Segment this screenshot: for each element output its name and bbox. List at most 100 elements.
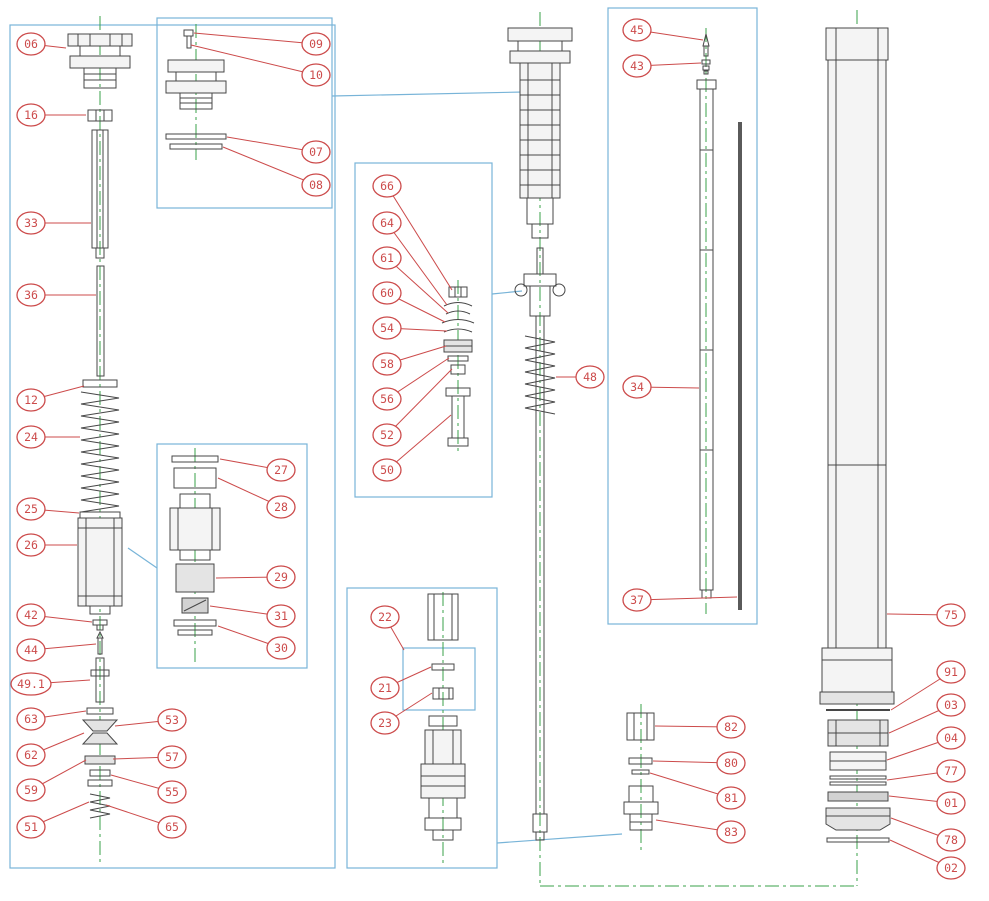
damper-rod-drawing [532, 315, 548, 841]
callout-bubble [372, 281, 402, 305]
callout-bubble [716, 786, 746, 810]
leader-line-64 [386, 222, 448, 306]
callout-04: 04 [936, 726, 966, 750]
part-42-screw-drawing [92, 619, 108, 631]
leader-line-50 [386, 414, 452, 471]
part-31-seal-drawing [181, 597, 209, 614]
callout-bubble [16, 283, 46, 307]
callout-number: 65 [165, 820, 179, 834]
callout-bubble [372, 423, 402, 447]
callout-57: 57 [157, 745, 187, 769]
callout-number: 31 [274, 609, 288, 623]
callout-bubble [936, 856, 966, 880]
callout-36: 36 [16, 283, 46, 307]
callout-42: 42 [16, 603, 46, 627]
part-34-inner-rod-drawing [696, 79, 717, 599]
callout-bubble [16, 388, 46, 412]
callout-81: 81 [716, 786, 746, 810]
callout-bubble [622, 588, 652, 612]
callout-31: 31 [266, 604, 296, 628]
parts-artwork-layer [67, 27, 895, 843]
callout-bubble [16, 497, 46, 521]
callout-number: 08 [309, 178, 323, 192]
callout-bubble [372, 316, 402, 340]
part-01-slide-bush-drawing [827, 791, 889, 802]
callout-64: 64 [372, 211, 402, 235]
base-valve-body-drawing [420, 715, 466, 841]
callout-bubble [372, 352, 402, 376]
callout-48: 48 [575, 365, 605, 389]
callout-number: 27 [274, 463, 288, 477]
part-02-clip-drawing [826, 837, 890, 843]
callout-number: 12 [24, 393, 38, 407]
callout-66: 66 [372, 174, 402, 198]
group-boxes-layer [9, 7, 758, 869]
callout-bubble [936, 660, 966, 684]
callout-29: 29 [266, 565, 296, 589]
part-23-nut-drawing [432, 687, 454, 700]
callout-65: 65 [157, 815, 187, 839]
callout-number: 56 [380, 392, 394, 406]
callout-number: 16 [24, 108, 38, 122]
part-78-dust-seal-drawing [825, 807, 891, 831]
group-box [156, 443, 308, 669]
group-box [9, 24, 336, 869]
callout-24: 24 [16, 425, 46, 449]
callout-bubble [10, 672, 52, 696]
callout-number: 80 [724, 756, 738, 770]
callout-10: 10 [301, 63, 331, 87]
callout-number: 02 [944, 861, 958, 875]
callout-number: 82 [724, 720, 738, 734]
callout-78: 78 [936, 828, 966, 852]
callout-bubble [370, 676, 400, 700]
callout-number: 28 [274, 500, 288, 514]
callout-number: 49.1 [17, 677, 45, 691]
callout-03: 03 [936, 693, 966, 717]
callout-53: 53 [157, 708, 187, 732]
leader-line-10 [190, 44, 317, 76]
callout-number: 63 [24, 712, 38, 726]
part-12-spring-seat-drawing [82, 379, 118, 388]
part-77-rings-drawing [829, 775, 887, 786]
callout-33: 33 [16, 211, 46, 235]
callout-number: 36 [24, 288, 38, 302]
callout-number: 01 [944, 796, 958, 810]
part-07-oring-drawing [165, 133, 227, 140]
callout-28: 28 [266, 495, 296, 519]
callout-number: 48 [583, 370, 597, 384]
callout-59: 59 [16, 778, 46, 802]
callout-bubble [16, 638, 46, 662]
part-36-push-rod-drawing [96, 265, 105, 377]
callout-08: 08 [301, 173, 331, 197]
callout-26: 26 [16, 533, 46, 557]
part-21-washer-drawing [431, 663, 455, 671]
base-cylinder-drawing [427, 593, 459, 641]
center-cartridge-cap-drawing [507, 27, 573, 275]
callout-bubble [622, 54, 652, 78]
callout-bubble [301, 173, 331, 197]
callout-number: 03 [944, 698, 958, 712]
group-box [156, 17, 333, 209]
callout-25: 25 [16, 497, 46, 521]
callout-number: 24 [24, 430, 38, 444]
part-43-clips-drawing [701, 59, 711, 75]
callout-number: 29 [274, 570, 288, 584]
callout-number: 61 [380, 251, 394, 265]
callout-bubble [16, 533, 46, 557]
callout-52: 52 [372, 423, 402, 447]
callout-number: 83 [724, 825, 738, 839]
callout-number: 50 [380, 463, 394, 477]
callout-bubble [936, 828, 966, 852]
part-29-valve-block-drawing [175, 563, 215, 593]
callout-bubble [266, 458, 296, 482]
callout-63: 63 [16, 707, 46, 731]
callout-bubble [266, 495, 296, 519]
part-37-thin-rod-drawing [738, 122, 742, 610]
leader-line-37 [636, 596, 738, 601]
callout-bubble [16, 103, 46, 127]
callout-45: 45 [622, 18, 652, 42]
callout-77: 77 [936, 759, 966, 783]
part-08-washer-drawing [169, 143, 223, 150]
part-45-needle-drawing [702, 33, 710, 57]
part-16-locknut-drawing [87, 109, 113, 122]
